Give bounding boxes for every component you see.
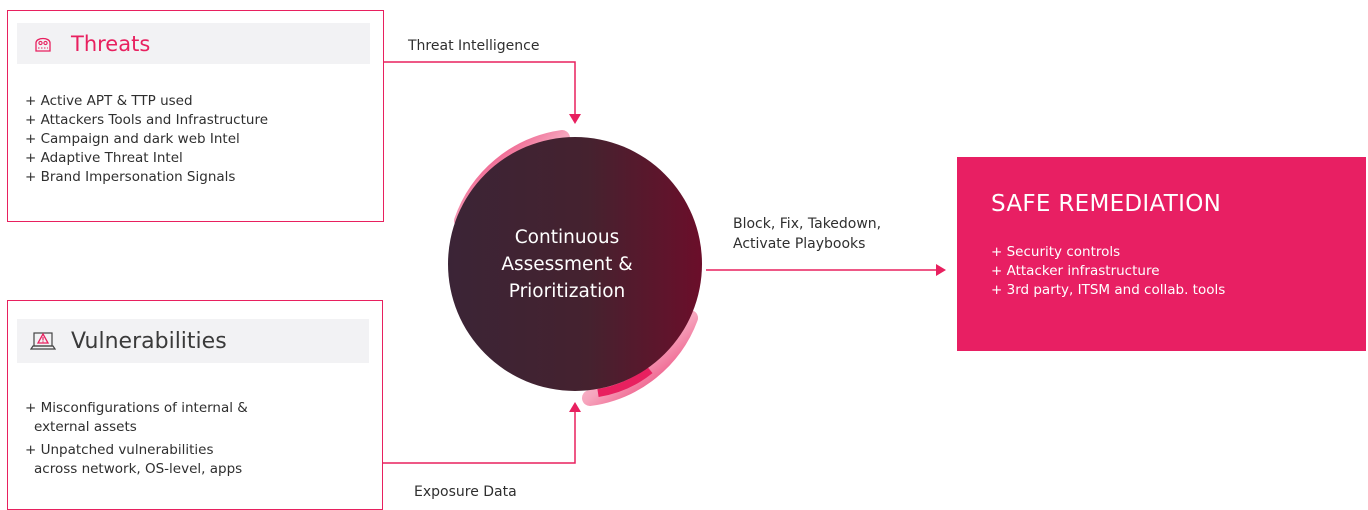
exposure-data-arrowhead	[569, 402, 581, 412]
threat-item: + Brand Impersonation Signals	[25, 169, 236, 185]
remediation-item: + Attacker infrastructure	[991, 263, 1160, 279]
vulnerabilities-header: Vulnerabilities	[17, 319, 369, 363]
vulnerability-item: + Unpatched vulnerabilities across netwo…	[25, 442, 243, 477]
alien-face-icon	[30, 31, 56, 57]
exposure-data-connector	[383, 410, 576, 464]
remediation-item: + Security controls	[991, 244, 1121, 260]
remediation-action-label: Block, Fix, Takedown, Activate Playbooks	[733, 216, 882, 252]
exposure-data-label: Exposure Data	[414, 484, 517, 500]
safe-remediation-title: SAFE REMEDIATION	[991, 191, 1222, 217]
diagram-connectors	[383, 61, 946, 464]
threat-intel-connector	[384, 61, 576, 116]
remediation-arrowhead	[936, 264, 946, 276]
remediation-list: + Security controls + Attacker infrastru…	[991, 243, 1225, 300]
vulnerability-item: + Misconfigurations of internal & extern…	[25, 400, 248, 435]
threat-intel-arrowhead	[569, 114, 581, 124]
assessment-circle-label: Continuous Assessment & Prioritization	[501, 227, 633, 302]
threat-item: + Attackers Tools and Infrastructure	[25, 112, 269, 128]
assessment-circle	[448, 137, 702, 391]
threats-list: + Active APT & TTP used + Attackers Tool…	[25, 92, 268, 187]
warning-laptop-icon	[30, 328, 56, 354]
threat-item: + Campaign and dark web Intel	[25, 131, 240, 147]
threat-item: + Active APT & TTP used	[25, 93, 193, 109]
vulnerabilities-title: Vulnerabilities	[71, 328, 227, 354]
threats-panel: Threats + Active APT & TTP used + Attack…	[7, 10, 384, 222]
vulnerabilities-list: + Misconfigurations of internal & extern…	[25, 399, 248, 483]
remediation-item: + 3rd party, ITSM and collab. tools	[991, 282, 1226, 298]
safe-remediation-panel: SAFE REMEDIATION + Security controls + A…	[957, 157, 1366, 351]
threat-intelligence-label: Threat Intelligence	[408, 38, 540, 54]
threat-item: + Adaptive Threat Intel	[25, 150, 183, 166]
threats-header: Threats	[17, 23, 370, 64]
circle-bottom-arc-accent	[597, 366, 653, 397]
vulnerabilities-panel: Vulnerabilities + Misconfigurations of i…	[7, 300, 383, 510]
threats-title: Threats	[71, 31, 151, 56]
